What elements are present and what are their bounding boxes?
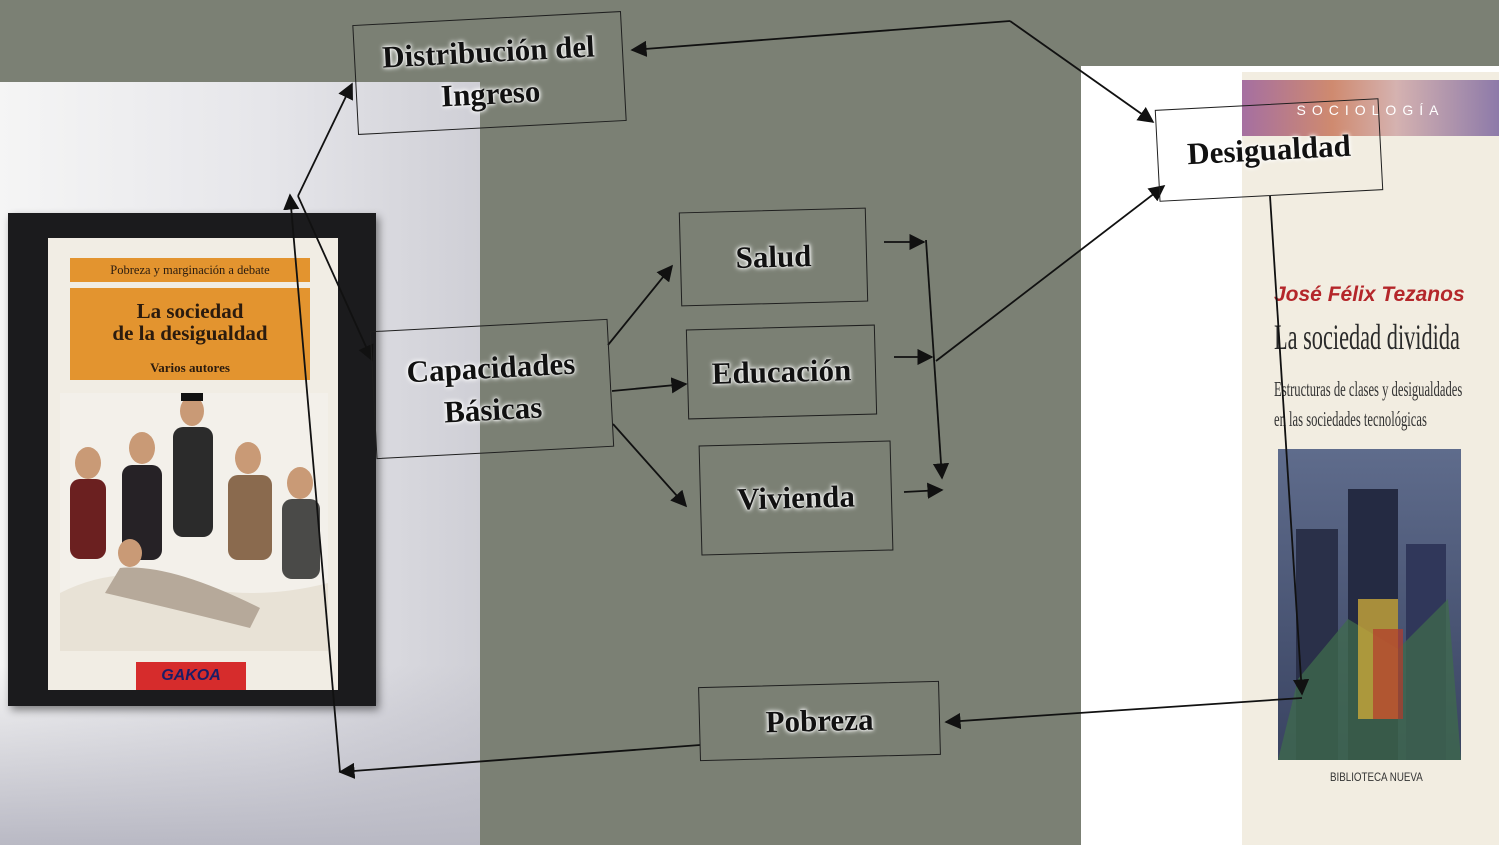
arrow-to-desigualdad	[935, 185, 1166, 362]
arrow-to-capacidades	[297, 195, 374, 362]
book1-cover-photo	[60, 393, 328, 651]
node-pobreza: Pobreza	[698, 680, 941, 762]
node-vivienda: Vivienda	[698, 440, 894, 556]
book2-publisher: BIBLIOTECA NUEVA	[1330, 772, 1423, 784]
arrow-desigualdad-to-distribucion	[630, 20, 1011, 57]
book1-title: La sociedad de la desigualdad	[70, 288, 310, 344]
node-salud: Salud	[678, 207, 869, 307]
arrow-vivienda-stub	[903, 482, 944, 499]
book2-series-label: SOCIOLOGÍA	[1296, 102, 1445, 118]
arrow-distribucion-to-desigualdad	[1009, 20, 1155, 123]
book1-title-line1: La sociedad	[136, 299, 244, 323]
arrow-capacidades-to-educacion	[611, 377, 688, 394]
book2-subtitle-line1: Estructuras de clases y desigualdades	[1274, 377, 1463, 401]
arrow-desigualdad-down	[1269, 195, 1310, 696]
node-capacidades-label: Capacidades Básicas	[405, 345, 577, 430]
arrow-capacidades-to-vivienda	[612, 423, 688, 508]
arrow-capacidades-to-salud	[607, 264, 674, 346]
arrow-to-pobreza	[944, 697, 1303, 730]
book2-subtitle-line2: en las sociedades tecnológicas	[1274, 407, 1427, 431]
book1-title-block: La sociedad de la desigualdad Varios aut…	[70, 288, 310, 380]
book2-cover-painting	[1278, 449, 1461, 760]
node-distribucion-label: Distribución del Ingreso	[381, 28, 596, 114]
arrow-pobreza-to-bottom-left	[338, 744, 701, 779]
book2-decorative-band	[1242, 80, 1499, 136]
arrow-bottom-up-to-distribucion	[283, 193, 341, 773]
book2-title: La sociedad dividida	[1274, 317, 1460, 357]
arrow-to-distribucion	[297, 82, 353, 197]
node-desigualdad: Desigualdad	[1154, 98, 1384, 202]
arrow-collector-line	[925, 239, 950, 480]
node-distribucion-del-ingreso: Distribución del Ingreso	[352, 11, 627, 135]
book1-series-label: Pobreza y marginación a debate	[70, 258, 310, 282]
book2-subtitle: Estructuras de clases y desigualdades en…	[1274, 374, 1462, 434]
node-salud-label: Salud	[735, 238, 812, 275]
node-educacion-label: Educación	[711, 352, 852, 391]
book-cover-la-sociedad-de-la-desigualdad: Pobreza y marginación a debate La socied…	[8, 213, 376, 706]
node-educacion: Educación	[685, 324, 878, 420]
node-vivienda-label: Vivienda	[736, 478, 856, 517]
book-cover-la-sociedad-dividida: SOCIOLOGÍA José Félix Tezanos La socieda…	[1242, 72, 1499, 845]
node-pobreza-label: Pobreza	[765, 701, 874, 740]
book1-authors: Varios autores	[150, 360, 230, 375]
book1-title-line2: de la desigualdad	[112, 321, 268, 345]
book2-author: José Félix Tezanos	[1274, 283, 1465, 306]
book1-cover-face: Pobreza y marginación a debate La socied…	[48, 238, 338, 690]
node-capacidades-basicas: Capacidades Básicas	[369, 318, 615, 460]
book1-publisher-logo: GAKOA	[136, 662, 246, 690]
node-desigualdad-label: Desigualdad	[1186, 127, 1352, 172]
